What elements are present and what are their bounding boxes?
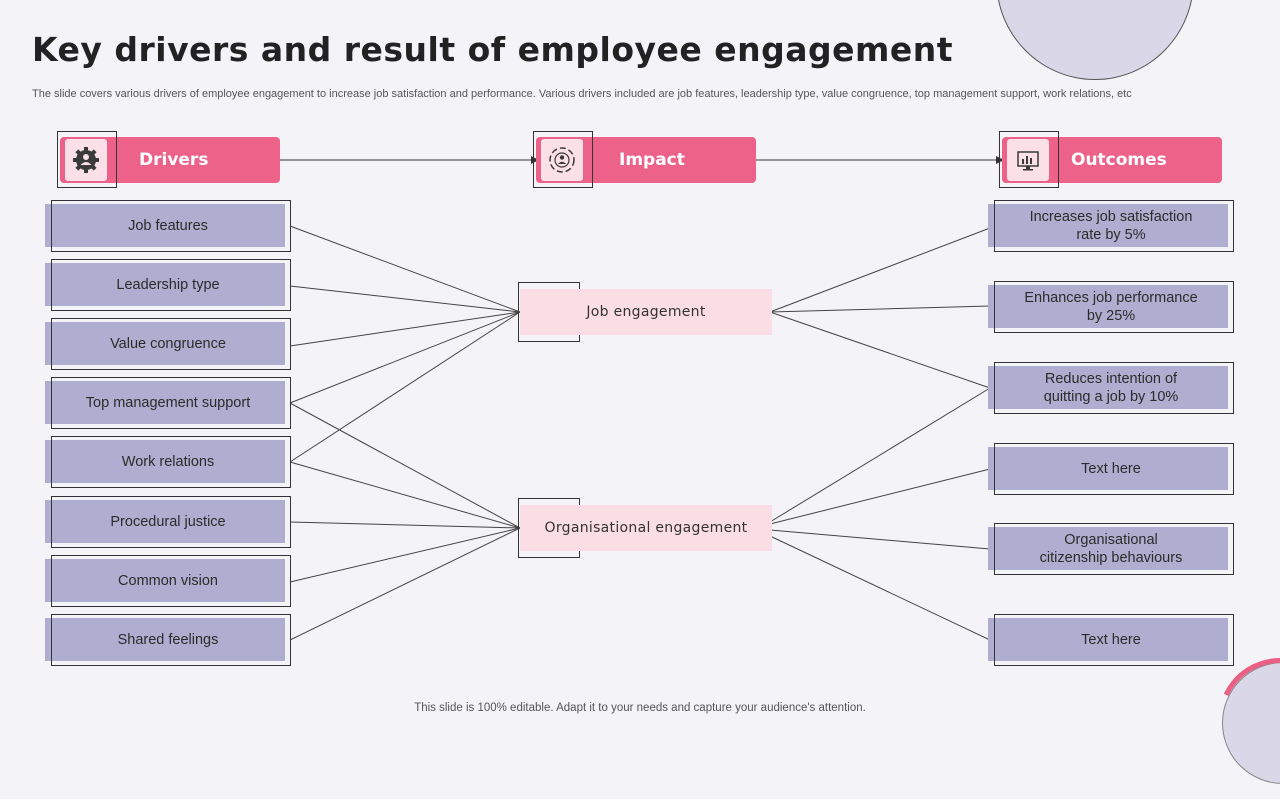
outcome-label: Organisational citizenship behaviours <box>994 527 1228 570</box>
outcomes-icon-frame <box>999 131 1059 188</box>
link-org-engagement-outcome-5 <box>769 529 991 550</box>
outcome-label: Reduces intention of quitting a job by 1… <box>994 366 1228 409</box>
driver-box-work-relations: Work relations <box>45 436 291 488</box>
outcomes-header-label: Outcomes <box>1071 150 1167 170</box>
link-shared-feelings-org-engagement <box>289 527 521 641</box>
outcome-box-text-2: Text here <box>988 614 1234 666</box>
gear-people-icon <box>65 139 107 181</box>
driver-label: Value congruence <box>51 322 285 365</box>
connector-lines <box>280 156 1004 641</box>
driver-box-procedural-justice: Procedural justice <box>45 496 291 548</box>
page-subtitle: The slide covers various drivers of empl… <box>32 88 1132 100</box>
driver-label: Leadership type <box>51 263 285 306</box>
driver-label: Top management support <box>51 381 285 424</box>
link-job-features-job-engagement <box>289 225 521 313</box>
driver-box-leadership-type: Leadership type <box>45 259 291 311</box>
impact-header-label: Impact <box>619 150 685 170</box>
impact-icon-frame <box>533 131 593 188</box>
outcome-box-job-performance: Enhances job performance by 25% <box>988 281 1234 333</box>
driver-box-top-management-support: Top management support <box>45 377 291 429</box>
outcome-box-quitting-intention: Reduces intention of quitting a job by 1… <box>988 362 1234 414</box>
link-work-relations-org-engagement <box>289 461 521 529</box>
target-people-icon <box>541 139 583 181</box>
driver-label: Shared feelings <box>51 618 285 661</box>
link-top-mgmt-job-engagement <box>289 311 521 404</box>
outcome-box-job-satisfaction: Increases job satisfaction rate by 5% <box>988 200 1234 252</box>
driver-box-common-vision: Common vision <box>45 555 291 607</box>
outcome-label: Text here <box>994 447 1228 490</box>
link-procedural-org-engagement <box>289 521 521 529</box>
link-job-engagement-outcome-3 <box>769 311 991 389</box>
driver-box-job-features: Job features <box>45 200 291 252</box>
link-org-engagement-outcome-6 <box>769 535 991 641</box>
driver-box-value-congruence: Value congruence <box>45 318 291 370</box>
impact-box-organisational-engagement: Organisational engagement <box>520 505 772 551</box>
outcome-label: Increases job satisfaction rate by 5% <box>994 204 1228 247</box>
outcome-box-text-1: Text here <box>988 443 1234 495</box>
link-org-engagement-outcome-3 <box>769 387 991 523</box>
link-value-job-engagement <box>289 311 521 347</box>
impact-box-job-engagement: Job engagement <box>520 289 772 335</box>
link-work-relations-job-engagement <box>289 311 521 463</box>
drivers-header-label: Drivers <box>139 150 209 170</box>
monitor-chart-icon <box>1007 139 1049 181</box>
link-common-vision-org-engagement <box>289 527 521 583</box>
link-leadership-job-engagement <box>289 285 521 313</box>
link-org-engagement-outcome-4 <box>769 468 991 525</box>
outcome-box-citizenship: Organisational citizenship behaviours <box>988 523 1234 575</box>
driver-label: Procedural justice <box>51 500 285 543</box>
driver-box-shared-feelings: Shared feelings <box>45 614 291 666</box>
outcome-label: Text here <box>994 618 1228 661</box>
driver-label: Work relations <box>51 440 285 483</box>
page-title: Key drivers and result of employee engag… <box>32 30 954 69</box>
link-top-mgmt-org-engagement <box>289 402 521 529</box>
driver-label: Common vision <box>51 559 285 602</box>
footer-note: This slide is 100% editable. Adapt it to… <box>414 702 866 714</box>
driver-label: Job features <box>51 204 285 247</box>
drivers-icon-frame <box>57 131 117 188</box>
link-job-engagement-outcome-1 <box>769 227 991 313</box>
outcome-label: Enhances job performance by 25% <box>994 285 1228 328</box>
link-job-engagement-outcome-2 <box>769 305 991 313</box>
